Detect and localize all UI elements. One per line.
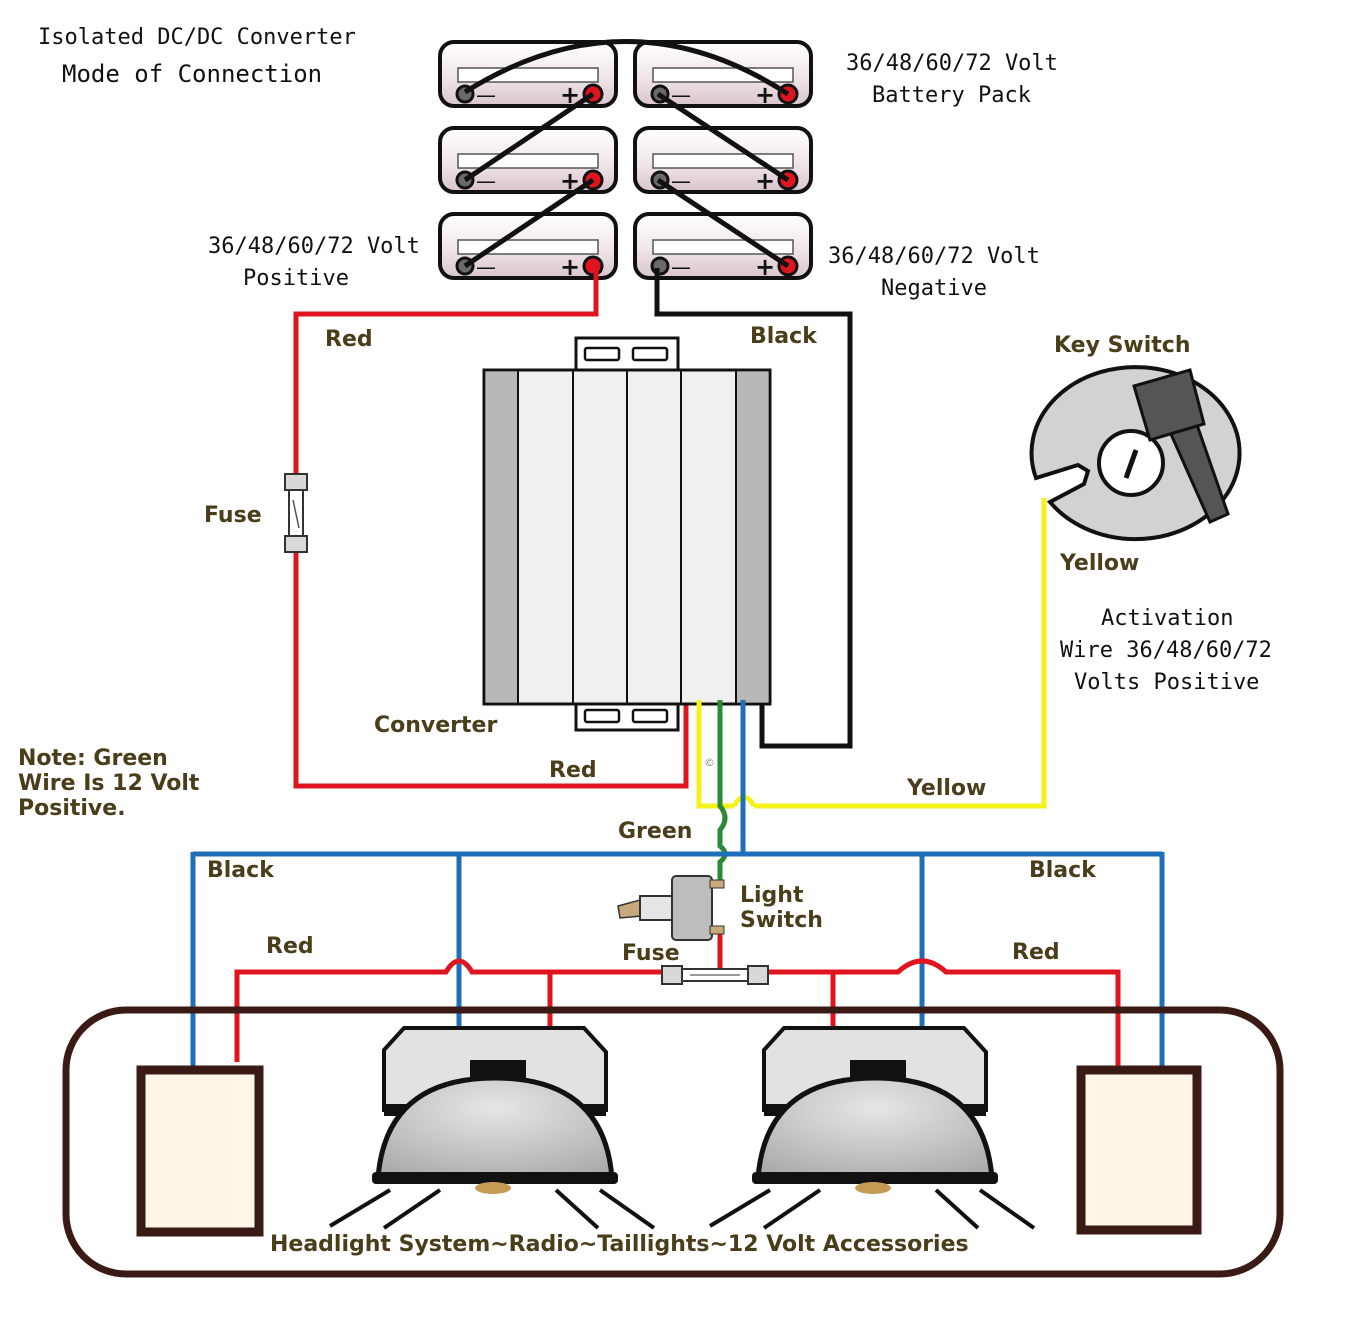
green-wire-12v-positive xyxy=(717,700,728,888)
taillight-right xyxy=(1076,1065,1202,1235)
yellow-wire-to-converter xyxy=(696,700,734,809)
positive-label-2: Positive xyxy=(243,266,349,291)
label-red-bottom: Red xyxy=(549,758,597,783)
red-wire-fuse-to-converter xyxy=(293,550,689,789)
headlight-left xyxy=(328,1026,656,1230)
negative-label-2: Negative xyxy=(881,276,987,301)
label-black-top: Black xyxy=(750,324,818,349)
activation-label-1: Activation xyxy=(1101,606,1233,631)
activation-label-2: Wire 36/48/60/72 xyxy=(1060,638,1272,663)
label-yellow-key: Yellow xyxy=(1059,551,1139,576)
battery-jumpers xyxy=(463,39,790,269)
footer-caption: Headlight System~Radio~Taillights~12 Vol… xyxy=(270,1232,969,1257)
yellow-wire-key-to-hop xyxy=(754,498,1047,809)
black-wire-negative xyxy=(654,268,853,749)
battery-plus-sign: + xyxy=(755,81,775,109)
positive-label-1: 36/48/60/72 Volt xyxy=(208,234,420,259)
negative-label-1: 36/48/60/72 Volt xyxy=(828,244,1040,269)
vehicle-outline xyxy=(62,1006,1284,1278)
jumper-right-2 xyxy=(656,177,790,269)
converter-label: Converter xyxy=(374,713,497,738)
battery-minus-sign: — xyxy=(671,83,691,107)
label-black-right: Black xyxy=(1029,858,1097,883)
battery-plus-sign: + xyxy=(560,81,580,109)
battery-minus-sign: — xyxy=(671,169,691,193)
battery-cell: —+ xyxy=(633,126,813,195)
label-red-left: Red xyxy=(266,934,314,959)
red-wire-battery-to-fuse xyxy=(293,268,599,476)
battery-pack-label-1: 36/48/60/72 Volt xyxy=(846,51,1058,76)
fuse-inline-bottom xyxy=(661,965,769,985)
key-switch xyxy=(1029,365,1242,542)
title-line-2: Mode of Connection xyxy=(62,60,322,88)
jumper-top-arc xyxy=(463,39,790,97)
jumper-left-1 xyxy=(463,91,595,183)
headlight-right xyxy=(708,1026,1036,1230)
battery-pack-label-2: Battery Pack xyxy=(872,83,1031,108)
label-green: Green xyxy=(618,819,692,844)
dc-dc-converter xyxy=(482,336,772,732)
title-block: Isolated DC/DC Converter Mode of Connect… xyxy=(38,25,356,88)
taillight-left xyxy=(136,1065,264,1237)
label-fuse-left: Fuse xyxy=(204,503,262,528)
key-switch-label: Key Switch xyxy=(1054,333,1191,358)
battery-minus-sign: — xyxy=(476,169,496,193)
label-red-right: Red xyxy=(1012,940,1060,965)
note-line-3: Positive. xyxy=(18,796,126,821)
note-line-2: Wire Is 12 Volt xyxy=(18,771,200,796)
title-line-1: Isolated DC/DC Converter xyxy=(38,25,356,50)
light-switch xyxy=(617,875,725,941)
battery-plus-sign: + xyxy=(560,253,580,281)
label-black-left: Black xyxy=(207,858,275,883)
fuse-inline-left xyxy=(284,473,308,553)
battery-cell: —+ xyxy=(633,212,813,281)
note-line-1: Note: Green xyxy=(18,746,168,771)
label-yellow-bottom: Yellow xyxy=(906,776,986,801)
battery-cell: —+ xyxy=(438,212,618,281)
light-switch-label-2: Switch xyxy=(740,908,823,933)
battery-plus-sign: + xyxy=(755,253,775,281)
label-red-top: Red xyxy=(325,327,373,352)
battery-minus-sign: — xyxy=(476,255,496,279)
jumper-right-1 xyxy=(656,91,790,183)
copyright-mark: © xyxy=(704,756,715,769)
activation-label-3: Volts Positive xyxy=(1074,670,1259,695)
battery-plus-sign: + xyxy=(560,167,580,195)
battery-minus-sign: — xyxy=(671,255,691,279)
jumper-left-2 xyxy=(463,177,595,269)
battery-minus-sign: — xyxy=(476,83,496,107)
light-switch-label-1: Light xyxy=(740,883,804,908)
label-fuse-bottom: Fuse xyxy=(622,941,680,966)
battery-plus-sign: + xyxy=(755,167,775,195)
battery-cell: —+ xyxy=(438,126,618,195)
